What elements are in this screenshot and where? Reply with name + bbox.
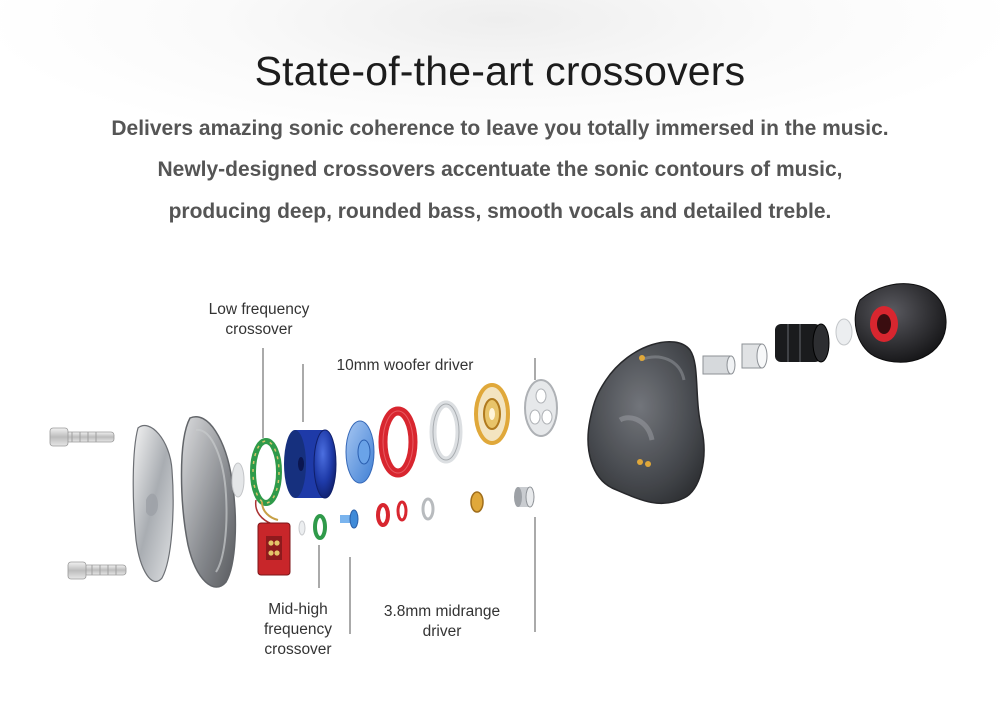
- midrange-red-ring-2: [396, 500, 408, 522]
- callout-text: 3.8mm midrange: [383, 603, 501, 620]
- woofer-vent-disc: [524, 379, 558, 437]
- red-connector: [257, 522, 291, 576]
- callout-text: crossover: [225, 321, 293, 338]
- midrange-pin: [340, 509, 359, 529]
- callout-mid-high-crossover: Mid-high frequency crossover: [248, 600, 348, 660]
- nozzle-mesh-tube: [702, 355, 736, 375]
- nozzle-ring: [741, 343, 768, 369]
- callout-text: frequency: [263, 621, 333, 638]
- earphone-shell: [587, 341, 705, 505]
- callout-text: Low frequency: [208, 301, 310, 318]
- ear-tip: [854, 283, 947, 363]
- screw-top: [49, 427, 115, 447]
- midrange-red-ring-1: [376, 503, 390, 527]
- woofer-magnet-cup: [284, 429, 337, 499]
- screw-bottom: [67, 561, 127, 580]
- woofer-diaphragm: [345, 420, 375, 484]
- low-frequency-crossover: [250, 438, 282, 525]
- midrange-metal-tube: [514, 486, 535, 508]
- spacer-disc: [231, 462, 245, 498]
- callout-text: 10mm woofer driver: [336, 357, 474, 374]
- subtitle-line-1: Delivers amazing sonic coherence to leav…: [111, 117, 889, 140]
- callout-woofer-driver: 10mm woofer driver: [330, 356, 480, 376]
- subtitle-line-2: Newly-designed crossovers accentuate the…: [157, 158, 843, 181]
- midrange-gold-ring: [470, 491, 484, 513]
- callout-midrange-driver: 3.8mm midrange driver: [367, 602, 517, 642]
- page-title: State-of-the-art crossovers: [254, 48, 746, 94]
- woofer-gold-ring: [474, 383, 510, 445]
- callout-text: crossover: [264, 641, 332, 658]
- callout-text: Mid-high: [268, 601, 328, 618]
- mid-high-white-disc: [298, 520, 306, 536]
- woofer-red-ring: [378, 406, 418, 478]
- callout-low-frequency-crossover: Low frequency crossover: [194, 300, 324, 340]
- subtitle-line-3: producing deep, rounded bass, smooth voc…: [168, 200, 832, 223]
- filter-foam: [835, 318, 853, 346]
- back-shell-cover: [180, 415, 237, 588]
- nozzle-filter: [775, 323, 830, 363]
- mid-high-frequency-crossover: [313, 514, 327, 540]
- midrange-spacer-ring: [421, 497, 435, 521]
- callout-text: driver: [422, 623, 462, 640]
